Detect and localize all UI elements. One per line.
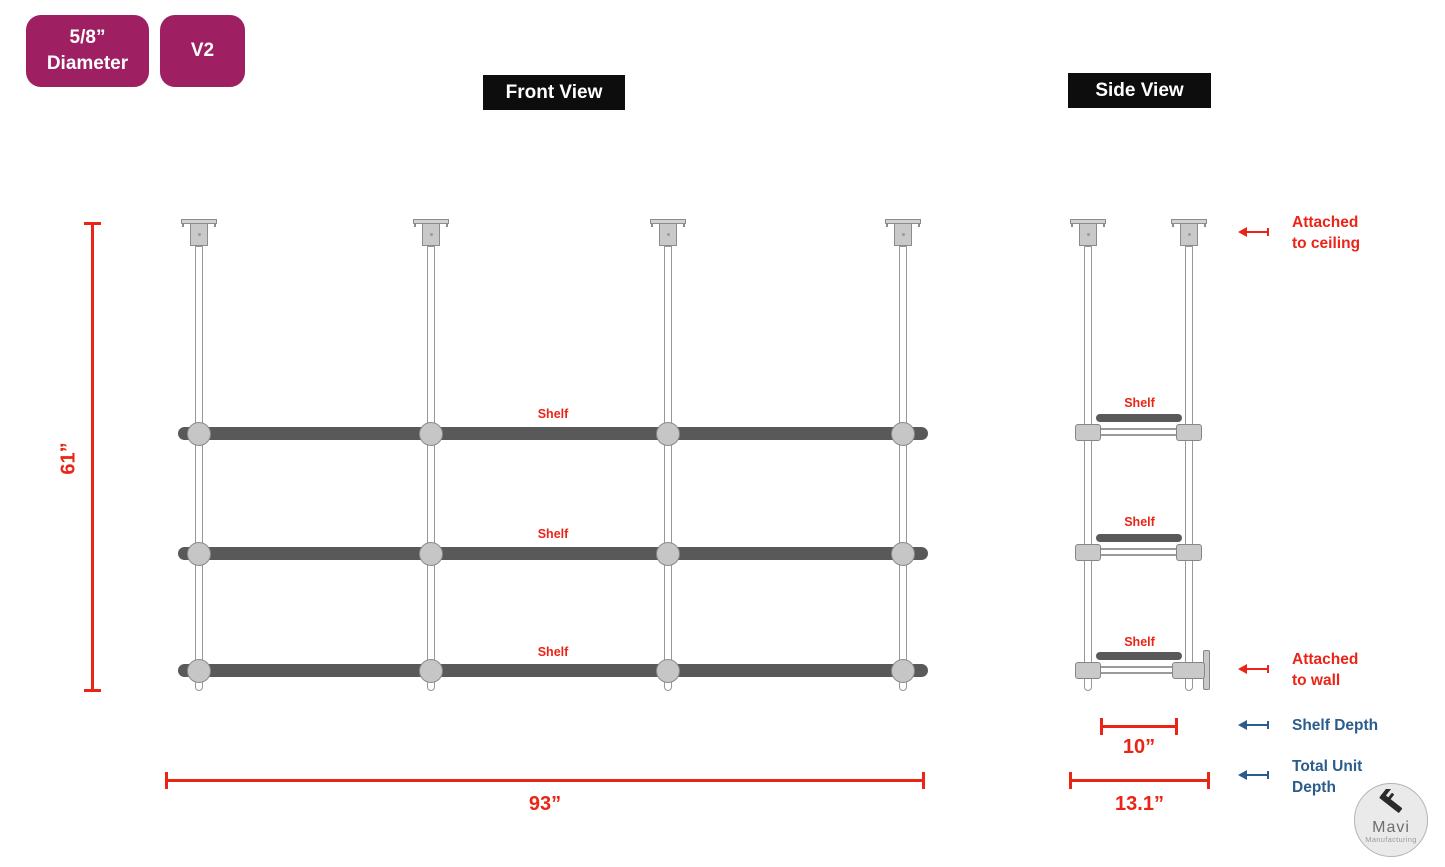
rail-clamp [1075, 544, 1101, 561]
side-shelf-label-3: Shelf [1124, 635, 1155, 649]
annotation-line: to wall [1292, 671, 1341, 689]
ceiling-mount-icon [181, 219, 217, 247]
height-dimension-line [84, 222, 101, 692]
side-shelf-bar-1 [1096, 414, 1182, 422]
rail-clamp [1176, 544, 1202, 561]
mount-stem [190, 223, 208, 246]
front-shelf-bar-2 [178, 547, 928, 560]
front-shelf-bar-3 [178, 664, 928, 677]
front-shelf-label-2: Shelf [537, 527, 569, 541]
pole-connector [656, 659, 680, 683]
diameter-badge-line2: Diameter [46, 53, 129, 74]
logo-subtitle: Manufacturing [1365, 835, 1417, 844]
left-arrow-icon [1238, 770, 1269, 780]
pole-connector [656, 542, 680, 566]
mount-stem [659, 223, 677, 246]
total-depth-dimension-value: 13.1” [1115, 793, 1164, 815]
ceiling-mount-icon [1171, 219, 1207, 247]
width-dimension-value: 93” [528, 793, 562, 815]
pole-connector [187, 659, 211, 683]
logo-name: Mavi [1372, 819, 1410, 836]
left-arrow-icon [1238, 227, 1269, 237]
shelf-depth-label: Shelf Depth [1292, 716, 1378, 737]
ceiling-mount-icon [1070, 219, 1106, 247]
annotation-line: Total Unit [1292, 758, 1363, 775]
annotation-line: to ceiling [1292, 234, 1361, 252]
ceiling-mount-icon [885, 219, 921, 247]
front-pole-3 [664, 246, 672, 691]
side-rail-1 [1099, 428, 1178, 436]
annotation-line: Attached [1292, 651, 1359, 668]
ceiling-mount-icon [413, 219, 449, 247]
mount-stem [894, 223, 912, 246]
side-shelf-label-2: Shelf [1124, 515, 1155, 529]
front-shelf-label-1: Shelf [537, 407, 569, 421]
annotation-line: Depth [1292, 778, 1336, 796]
side-shelf-bar-3 [1096, 652, 1182, 660]
mavi-logo: Mavi Manufacturing [1354, 783, 1428, 857]
side-pole-back [1185, 246, 1193, 691]
pole-connector [419, 659, 443, 683]
pole-connector [419, 542, 443, 566]
mount-stem [1180, 223, 1198, 246]
pole-connector [891, 659, 915, 683]
height-dimension-value: 61” [57, 442, 80, 475]
front-pole-2 [427, 246, 435, 691]
total-unit-depth-label: Total Unit Depth [1292, 757, 1362, 798]
pole-connector [656, 422, 680, 446]
annotation-line: Attached [1292, 214, 1359, 231]
wall-mount-clamp [1172, 662, 1205, 679]
shelf-depth-dimension-line [1100, 718, 1178, 735]
front-pole-4 [899, 246, 907, 691]
pole-connector [419, 422, 443, 446]
attached-to-wall-label: Attached to wall [1292, 650, 1358, 691]
rail-clamp [1075, 424, 1101, 441]
side-rail-2 [1099, 548, 1178, 556]
mount-stem [1079, 223, 1097, 246]
version-badge: V2 [160, 15, 245, 87]
left-arrow-icon [1238, 664, 1269, 674]
diameter-badge-line1: 5/8” [69, 27, 106, 48]
mount-stem [422, 223, 440, 246]
shelf-depth-dimension-value: 10” [1122, 736, 1156, 758]
left-arrow-icon [1238, 720, 1269, 730]
rail-clamp [1075, 662, 1101, 679]
side-pole-front [1084, 246, 1092, 691]
rail-clamp [1176, 424, 1202, 441]
front-view-title: Front View [483, 75, 625, 110]
front-pole-1 [195, 246, 203, 691]
caliper-icon [1379, 786, 1403, 813]
pole-connector [891, 422, 915, 446]
attached-to-ceiling-label: Attached to ceiling [1292, 213, 1360, 254]
side-shelf-bar-2 [1096, 534, 1182, 542]
diameter-badge: 5/8” Diameter [26, 15, 149, 87]
front-shelf-bar-1 [178, 427, 928, 440]
side-shelf-label-1: Shelf [1124, 396, 1155, 410]
side-view-title: Side View [1068, 73, 1211, 108]
pole-connector [187, 542, 211, 566]
total-depth-dimension-line [1069, 772, 1210, 789]
pole-connector [891, 542, 915, 566]
annotation-line: Shelf Depth [1292, 717, 1379, 734]
width-dimension-line [165, 772, 925, 789]
side-rail-3 [1099, 666, 1178, 674]
front-shelf-label-3: Shelf [537, 645, 569, 659]
pole-connector [187, 422, 211, 446]
ceiling-mount-icon [650, 219, 686, 247]
